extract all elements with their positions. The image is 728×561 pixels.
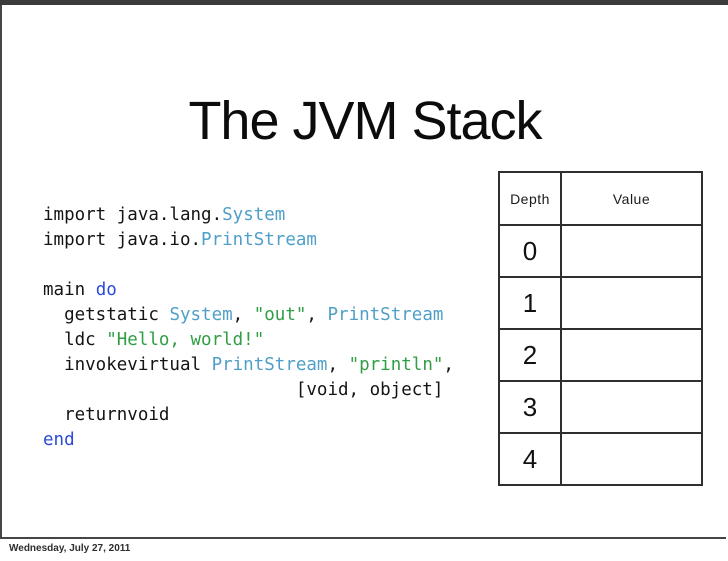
code-block: import java.lang.System import java.io.Pr…	[43, 203, 454, 453]
code-line: invokevirtual PrintStream, "println",	[43, 355, 454, 375]
code-line: getstatic System, "out", PrintStream	[43, 305, 444, 325]
value-cell	[560, 224, 703, 278]
code-line: returnvoid	[43, 405, 170, 425]
table-header-row: Depth Value	[498, 171, 703, 226]
value-cell	[560, 276, 703, 330]
value-column-header: Value	[560, 171, 703, 226]
code-line: main do	[43, 280, 117, 300]
value-cell	[560, 328, 703, 382]
depth-column-header: Depth	[498, 171, 562, 226]
page-title: The JVM Stack	[188, 91, 542, 152]
code-line: import java.lang.System	[43, 205, 286, 225]
depth-cell: 2	[498, 328, 562, 382]
code-line: [void, object]	[43, 380, 444, 400]
code-line: import java.io.PrintStream	[43, 230, 317, 250]
window-top-bar	[0, 0, 728, 5]
table-row: 0	[498, 224, 703, 278]
code-line: end	[43, 430, 75, 450]
value-cell	[560, 380, 703, 434]
table-row: 2	[498, 328, 703, 382]
code-line: ldc "Hello, world!"	[43, 330, 265, 350]
value-cell	[560, 432, 703, 486]
table-row: 3	[498, 380, 703, 434]
code-line	[43, 253, 454, 278]
depth-cell: 1	[498, 276, 562, 330]
depth-cell: 0	[498, 224, 562, 278]
table-row: 4	[498, 432, 703, 486]
slide-date-footer: Wednesday, July 27, 2011	[9, 543, 131, 554]
depth-cell: 3	[498, 380, 562, 434]
table-row: 1	[498, 276, 703, 330]
depth-cell: 4	[498, 432, 562, 486]
